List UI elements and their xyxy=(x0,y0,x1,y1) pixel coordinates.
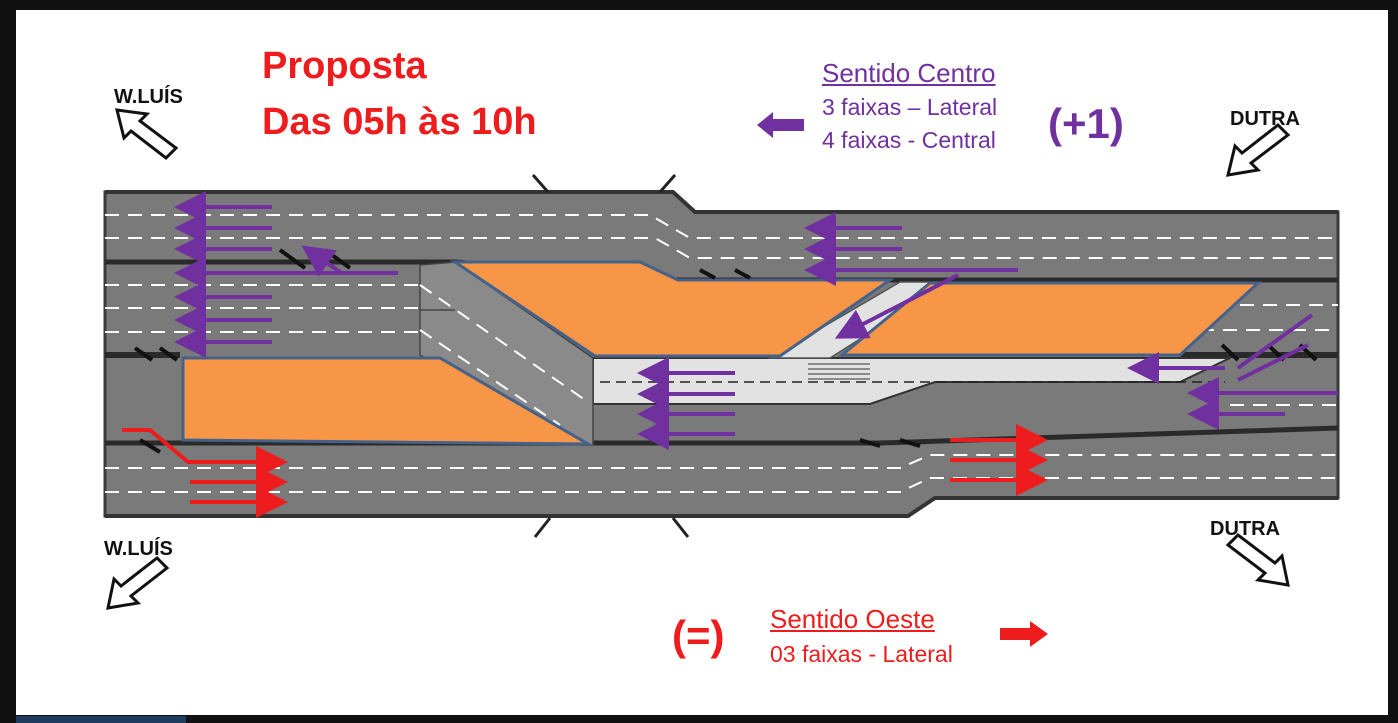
corner-accent xyxy=(16,716,186,723)
arrow-outline-top-right-icon xyxy=(1226,123,1291,177)
purple-arrows xyxy=(174,191,1338,450)
traffic-islands xyxy=(181,260,1262,446)
place-label-bottom-right: DUTRA xyxy=(1210,518,1280,540)
red-arrows xyxy=(122,424,1048,518)
arrow-outline-bottom-left-icon xyxy=(106,556,170,610)
bridge-ticks xyxy=(531,174,690,538)
title-line-1: Proposta xyxy=(262,45,427,87)
sentido-oeste-heading: Sentido Oeste xyxy=(770,604,935,634)
place-label-top-left: W.LUÍS xyxy=(114,86,183,108)
arrow-outline-top-left-icon xyxy=(115,108,179,160)
flyover-strip xyxy=(419,261,1231,446)
sentido-centro-heading: Sentido Centro xyxy=(822,58,996,88)
sentido-centro-central: 4 faixas - Central xyxy=(822,127,996,153)
hatch-markings xyxy=(133,248,1318,454)
sentido-centro-delta: (+1) xyxy=(1048,100,1124,147)
legend-arrow-left xyxy=(757,112,804,138)
title-line-2: Das 05h às 10h xyxy=(262,101,537,143)
sentido-oeste-delta: (=) xyxy=(672,612,725,659)
lane-markings xyxy=(105,214,1338,493)
arrow-outline-bottom-right-icon xyxy=(1225,533,1290,587)
place-label-bottom-left: W.LUÍS xyxy=(104,538,173,560)
legend-arrow-right xyxy=(1000,621,1048,647)
place-label-top-right: DUTRA xyxy=(1230,108,1300,130)
sentido-oeste-lateral: 03 faixas - Lateral xyxy=(770,641,953,667)
sentido-centro-lateral: 3 faixas – Lateral xyxy=(822,94,998,120)
